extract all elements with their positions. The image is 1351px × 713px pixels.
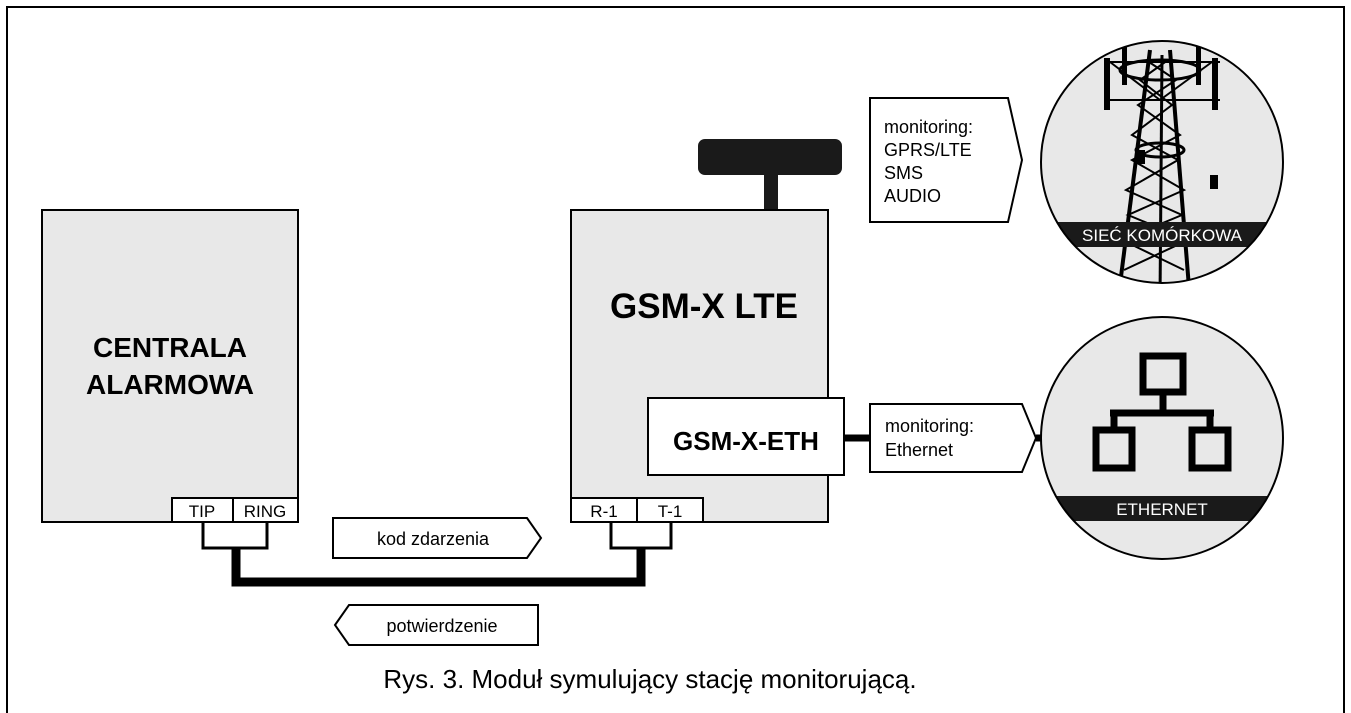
ack-label: potwierdzenie xyxy=(386,616,497,636)
cellular-monitoring-box xyxy=(869,97,1024,223)
tip-ring-loop xyxy=(201,522,269,550)
cellular-monitoring-line3: SMS xyxy=(884,163,923,183)
alarm-panel-title-line2: ALARMOWA xyxy=(86,369,254,400)
port-ring-label: RING xyxy=(244,502,287,521)
alarm-panel-box xyxy=(41,209,299,523)
ethernet-network-label-bar xyxy=(1041,496,1283,521)
alarm-panel-title-line1: CENTRALA xyxy=(93,332,247,363)
cellular-network: SIEĆ KOMÓRKOWA xyxy=(1040,40,1284,284)
network-icon xyxy=(1092,352,1232,472)
cellular-network-label: SIEĆ KOMÓRKOWA xyxy=(1082,226,1243,245)
cellular-monitoring-line4: AUDIO xyxy=(884,186,941,206)
cellular-network-label-bar xyxy=(1041,222,1283,247)
gsm-module: GSM-X LTE R-1 T-1 GSM-X-ETH xyxy=(570,139,845,523)
ethernet-monitoring-line2: Ethernet xyxy=(885,440,953,460)
cellular-monitoring: monitoring: GPRS/LTE SMS AUDIO xyxy=(869,97,1024,223)
ack-arrow-shape xyxy=(333,604,539,646)
ethernet-network: ETHERNET xyxy=(1040,316,1284,560)
ethernet-monitoring: monitoring: Ethernet xyxy=(844,403,1046,473)
ethernet-monitoring-line1: monitoring: xyxy=(885,416,974,436)
phone-line xyxy=(201,522,673,587)
event-code-arrow: kod zdarzenia xyxy=(332,517,543,559)
antenna-mast xyxy=(764,170,778,212)
alarm-panel: CENTRALA ALARMOWA TIP RING xyxy=(41,209,299,523)
port-tip-label: TIP xyxy=(189,502,215,521)
ack-arrow: potwierdzenie xyxy=(333,604,539,646)
port-t1-box xyxy=(636,497,704,523)
gsm-module-title: GSM-X LTE xyxy=(610,287,798,326)
port-ring-box xyxy=(232,497,299,523)
port-t1-label: T-1 xyxy=(658,502,683,521)
ethernet-network-outline xyxy=(1040,316,1284,560)
cellular-monitoring-line2: GPRS/LTE xyxy=(884,140,972,160)
cellular-monitoring-line1: monitoring: xyxy=(884,117,973,137)
ethernet-network-label: ETHERNET xyxy=(1116,500,1208,519)
phone-line-cable xyxy=(231,548,646,587)
ethernet-monitoring-box xyxy=(869,403,1038,473)
figure-frame xyxy=(6,6,1345,713)
antenna-icon xyxy=(698,139,842,175)
cellular-network-outline xyxy=(1040,40,1284,284)
eth-module-label: GSM-X-ETH xyxy=(673,426,819,456)
eth-module-box xyxy=(647,397,845,476)
port-r1-label: R-1 xyxy=(590,502,617,521)
figure-caption: Rys. 3. Moduł symulujący stację monitoru… xyxy=(383,664,916,694)
event-code-arrow-shape xyxy=(332,517,543,559)
r1-t1-loop xyxy=(609,522,673,550)
event-code-label: kod zdarzenia xyxy=(377,529,490,549)
